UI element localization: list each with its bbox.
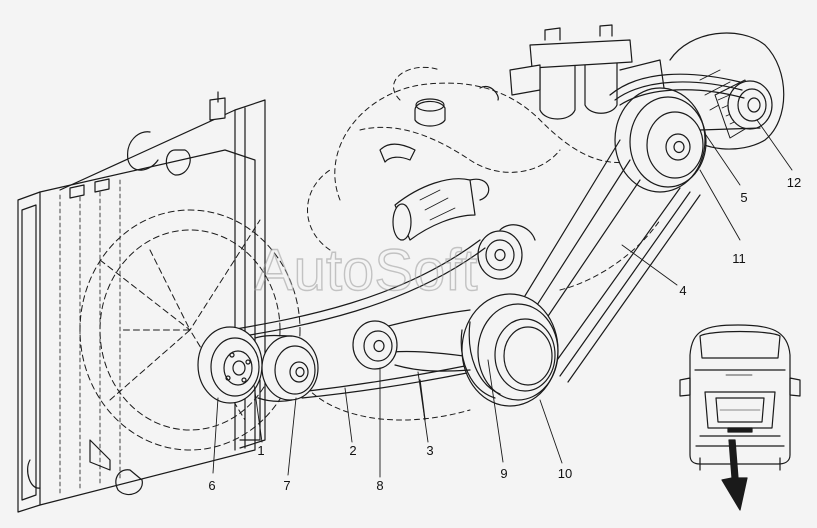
pulley-7 bbox=[254, 334, 319, 402]
view-arrow bbox=[721, 439, 748, 511]
callout-12: 12 bbox=[787, 175, 801, 190]
callout-9: 9 bbox=[500, 466, 507, 481]
pulley-6 bbox=[197, 326, 263, 404]
belt-3 bbox=[394, 364, 471, 421]
callout-11: 11 bbox=[732, 251, 746, 266]
callout-8: 8 bbox=[376, 478, 383, 493]
fuel-filter-assembly bbox=[479, 24, 666, 120]
leader-lines bbox=[212, 119, 793, 478]
watermark: AutoSoft bbox=[255, 238, 477, 303]
engine-block bbox=[299, 66, 661, 421]
pulley-11 bbox=[614, 87, 707, 193]
bus-inset bbox=[679, 324, 801, 471]
pulley-10 bbox=[461, 293, 559, 407]
fan-shroud bbox=[79, 209, 301, 451]
callout-7: 7 bbox=[283, 478, 290, 493]
callout-5: 5 bbox=[740, 190, 747, 205]
callout-3: 3 bbox=[426, 443, 433, 458]
pulley-9 bbox=[460, 321, 501, 399]
tensioner-pulley bbox=[477, 230, 523, 280]
intake-hose bbox=[392, 178, 536, 241]
callout-1: 1 bbox=[257, 443, 264, 458]
callout-4: 4 bbox=[679, 283, 686, 298]
callout-10: 10 bbox=[558, 466, 572, 481]
pulley-12 bbox=[727, 80, 773, 130]
callout-6: 6 bbox=[208, 478, 215, 493]
callout-2: 2 bbox=[349, 443, 356, 458]
coolant-reservoir bbox=[379, 98, 446, 163]
callouts: 1 2 3 4 5 6 7 8 9 10 11 12 bbox=[208, 175, 801, 493]
radiator bbox=[17, 91, 266, 513]
pulley-8 bbox=[352, 320, 398, 370]
